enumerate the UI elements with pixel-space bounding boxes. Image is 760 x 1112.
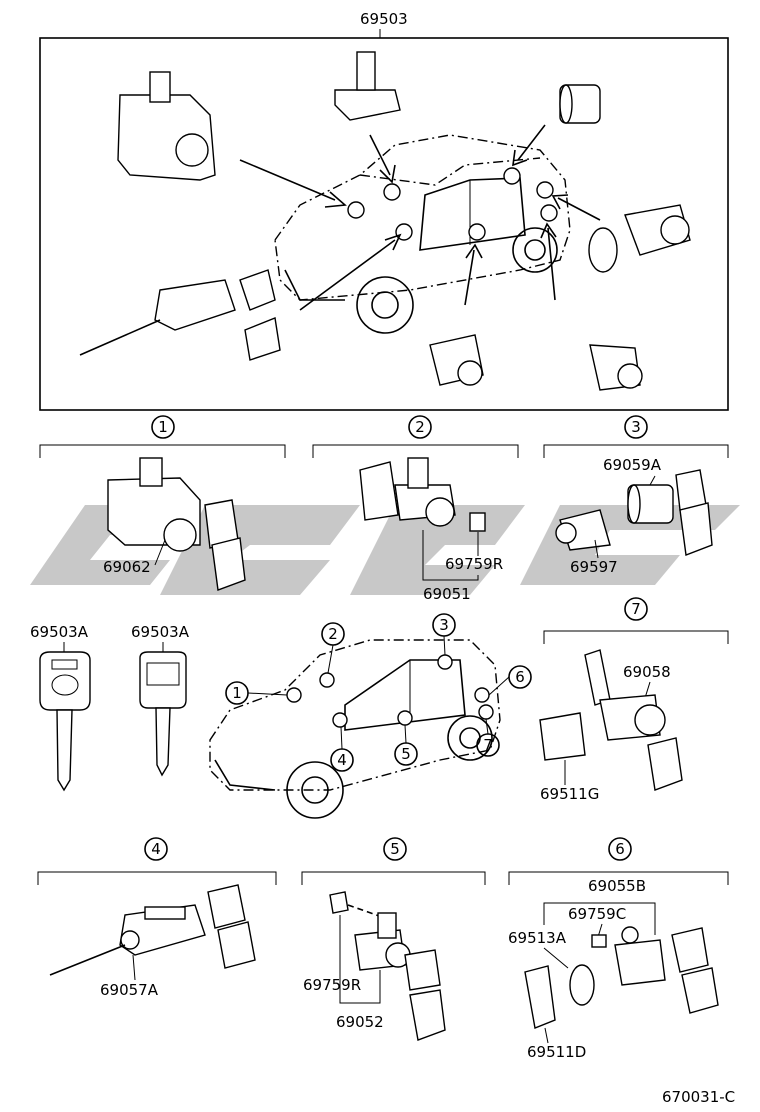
keys: 69503A 69503A [30,623,190,792]
footer-code: 670031-C [662,1088,735,1106]
label-69058: 69058 [623,663,671,681]
label-69759r-bottom: 69759R [303,976,361,994]
car-callouts: 1 2 3 4 5 6 7 [225,613,532,772]
label-69059a: 69059A [603,456,662,474]
svg-text:5: 5 [401,745,411,763]
section-1: 1 69062 [39,415,286,591]
svg-text:4: 4 [151,840,161,858]
overview-frame [39,37,729,411]
svg-text:3: 3 [631,418,641,436]
label-69051: 69051 [423,585,471,603]
label-69759r-top: 69759R [445,555,503,573]
index-vehicle [209,639,501,819]
section-7: 7 69058 69511G [539,597,729,803]
svg-text:5: 5 [390,840,400,858]
label-69511d: 69511D [527,1043,586,1061]
overview-arrows [239,124,601,311]
label-69513a: 69513A [508,929,567,947]
label-69052: 69052 [336,1013,384,1031]
svg-text:4: 4 [337,751,347,769]
svg-text:7: 7 [631,600,641,618]
key-label-1: 69503A [30,623,89,641]
svg-text:2: 2 [328,625,338,643]
svg-text:1: 1 [232,684,242,702]
key-label-2: 69503A [131,623,190,641]
title-part-number: 69503 [360,10,408,28]
label-69055b: 69055B [588,877,646,895]
overview-parts [79,51,691,391]
section-2: 2 69759R 69051 [312,415,519,603]
label-69062: 69062 [103,558,151,576]
svg-text:6: 6 [515,668,525,686]
svg-text:3: 3 [439,616,449,634]
svg-text:6: 6 [615,840,625,858]
svg-text:2: 2 [415,418,425,436]
label-69057a: 69057A [100,981,159,999]
section-6: 6 69055B 69759C 69513A 69511D [508,837,729,1061]
section-5: 5 69759R 69052 [301,837,486,1041]
section-3: 3 69059A 69597 [543,415,729,576]
label-69759c: 69759C [568,905,626,923]
svg-text:7: 7 [483,736,493,754]
label-69511g: 69511G [540,785,599,803]
overview-vehicle [274,134,571,334]
label-69597: 69597 [570,558,618,576]
section-4: 4 69057A [37,837,277,999]
svg-text:1: 1 [158,418,168,436]
